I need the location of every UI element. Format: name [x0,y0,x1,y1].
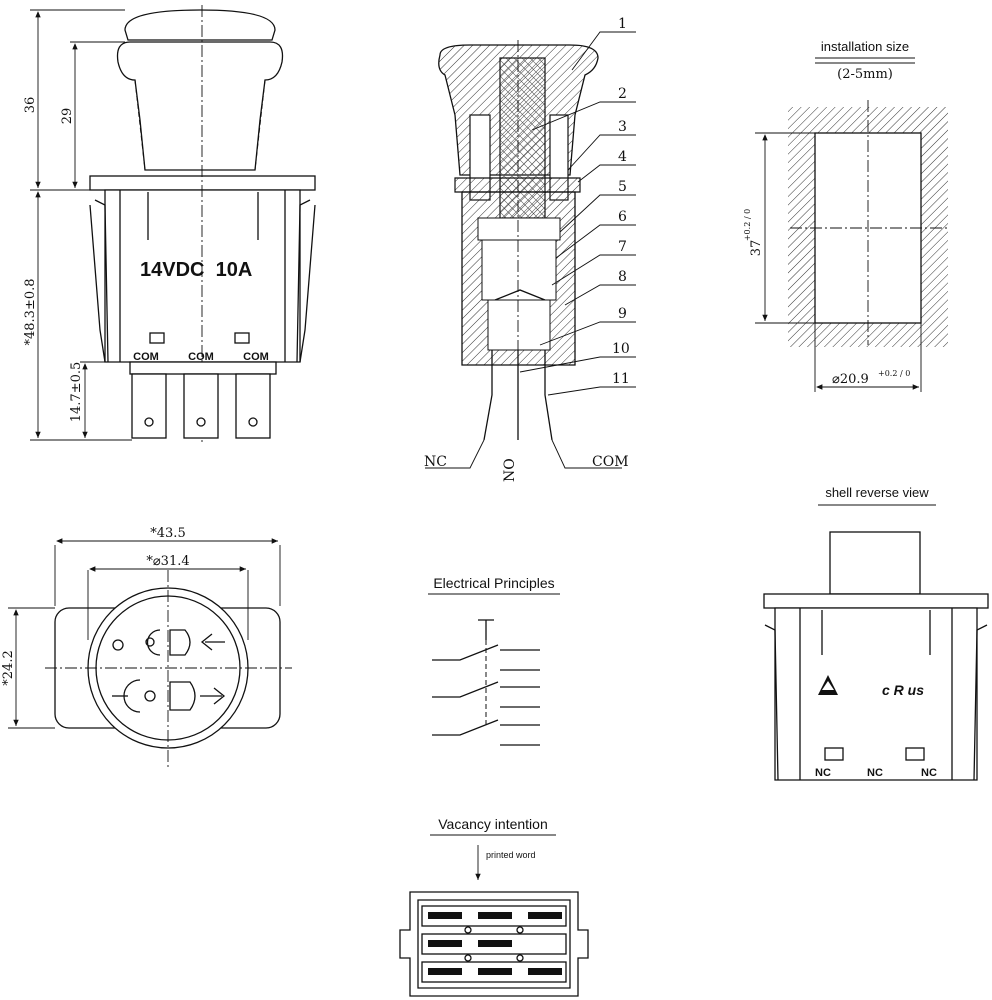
top-width-dim: *43.5 [150,526,185,541]
dim-total-height: 36 [23,97,38,114]
rating-label: 14VDC 10A [140,259,252,281]
lead-nc-label: NC [424,454,447,470]
lead-com-label: COM [592,454,629,470]
dim-terminal-height: 14.7±0.5 [69,362,84,423]
shell-terminal-label-1: NC [815,767,831,779]
part-number-9: 9 [618,306,627,322]
part-number-3: 3 [618,119,627,135]
vacancy-title: Vacancy intention [438,816,547,832]
vacancy-drawing [399,891,589,997]
shell-terminal-label-3: NC [921,767,937,779]
shell-reverse-title: shell reverse view [825,485,929,500]
schematic [432,619,540,746]
shell-reverse-drawing [763,531,989,781]
part-number-7: 7 [618,239,627,255]
front-view [30,5,316,445]
dim-cap-height: 29 [60,108,75,125]
part-number-2: 2 [618,86,627,102]
installation-title: installation size [821,39,909,54]
section-view [425,31,636,469]
cert-mark: c R us [882,682,924,698]
vacancy-note: printed word [486,850,536,860]
part-number-6: 6 [618,209,627,225]
part-number-11: 11 [612,371,630,387]
cutout-width-tol: +0.2 / 0 [878,369,910,378]
cutout-height-tol: +0.2 / 0 [743,209,752,241]
front-terminal-label-3: COM [243,351,269,363]
front-terminal-label-1: COM [133,351,159,363]
electrical-title: Electrical Principles [433,575,554,591]
lead-no-label: NO [502,458,518,482]
front-terminal-label-2: COM [188,351,214,363]
part-number-1: 1 [618,16,627,32]
part-number-5: 5 [618,179,627,195]
shell-terminal-label-2: NC [867,767,883,779]
top-view [8,538,292,770]
installation-thickness: (2-5mm) [837,67,893,82]
part-number-10: 10 [612,341,630,357]
top-height-dim: *24.2 [1,650,16,685]
cutout-width-dim: ⌀20.9 [832,372,869,387]
part-number-4: 4 [618,149,627,165]
part-number-8: 8 [618,269,627,285]
top-diameter-dim: *⌀31.4 [146,554,189,569]
cutout-height-dim: 37 [749,240,764,257]
dim-body-height: *48.3±0.8 [23,278,38,345]
cutout-drawing [755,100,948,392]
